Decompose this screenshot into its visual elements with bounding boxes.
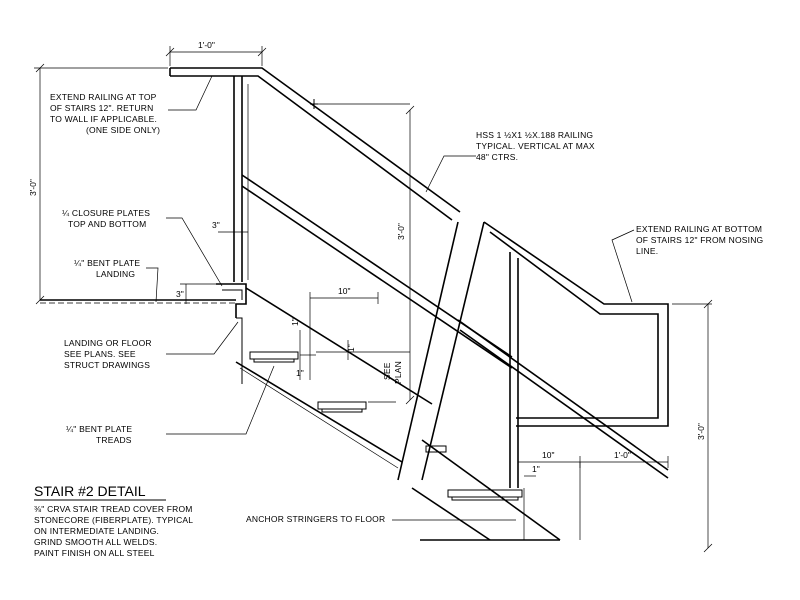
svg-text:EXTEND RAILING AT TOP: EXTEND RAILING AT TOP bbox=[50, 92, 157, 102]
dimension-labels: 1'-0" 3'-0" 3'-0" 3'-0" 3" 3" 10" 1" 1" … bbox=[28, 40, 706, 474]
svg-text:¼" BENT PLATE: ¼" BENT PLATE bbox=[66, 424, 132, 434]
svg-text:(ONE SIDE ONLY): (ONE SIDE ONLY) bbox=[86, 125, 160, 135]
svg-text:PAINT FINISH ON ALL STEEL: PAINT FINISH ON ALL STEEL bbox=[34, 548, 155, 558]
callout-anchor: ANCHOR STRINGERS TO FLOOR bbox=[246, 514, 385, 524]
leader-lines bbox=[146, 75, 635, 521]
svg-text:1": 1" bbox=[532, 464, 540, 474]
svg-text:SEE: SEE bbox=[382, 362, 392, 380]
svg-text:3": 3" bbox=[212, 220, 220, 230]
svg-text:TO WALL IF APPLICABLE.: TO WALL IF APPLICABLE. bbox=[50, 114, 157, 124]
landing bbox=[40, 283, 247, 384]
svg-text:SEE PLANS. SEE: SEE PLANS. SEE bbox=[64, 349, 136, 359]
svg-text:1'-0": 1'-0" bbox=[614, 450, 631, 460]
treads-upper bbox=[249, 351, 396, 413]
svg-text:⅜" CRVA STAIR TREAD COVER FROM: ⅜" CRVA STAIR TREAD COVER FROM bbox=[34, 504, 193, 514]
svg-text:LINE.: LINE. bbox=[636, 246, 658, 256]
callout-bent-landing: ¼" BENT PLATE LANDING bbox=[74, 258, 140, 279]
dimension-lines bbox=[34, 46, 713, 553]
svg-text:¼ CLOSURE PLATES: ¼ CLOSURE PLATES bbox=[62, 208, 150, 218]
drawing-title-block: STAIR #2 DETAIL ⅜" CRVA STAIR TREAD COVE… bbox=[34, 483, 193, 558]
svg-text:PLAN: PLAN bbox=[393, 361, 403, 384]
break-line bbox=[397, 221, 485, 481]
callout-see-plan: SEE PLAN bbox=[382, 361, 403, 384]
svg-text:GRIND SMOOTH ALL WELDS.: GRIND SMOOTH ALL WELDS. bbox=[34, 537, 157, 547]
svg-text:1": 1" bbox=[290, 318, 300, 326]
svg-text:OF STAIRS 12". RETURN: OF STAIRS 12". RETURN bbox=[50, 103, 153, 113]
svg-text:3": 3" bbox=[176, 289, 184, 299]
svg-text:HSS 1 ½X1 ½X.188 RAILING: HSS 1 ½X1 ½X.188 RAILING bbox=[476, 130, 593, 140]
svg-text:STRUCT DRAWINGS: STRUCT DRAWINGS bbox=[64, 360, 150, 370]
callout-railing: HSS 1 ½X1 ½X.188 RAILING TYPICAL. VERTIC… bbox=[476, 130, 595, 162]
callout-landing-floor: LANDING OR FLOOR SEE PLANS. SEE STRUCT D… bbox=[64, 338, 152, 370]
svg-text:TYPICAL. VERTICAL AT MAX: TYPICAL. VERTICAL AT MAX bbox=[476, 141, 595, 151]
svg-text:3'-0": 3'-0" bbox=[696, 423, 706, 440]
top-posts bbox=[233, 76, 249, 282]
svg-text:10": 10" bbox=[338, 286, 350, 296]
bottom-railing bbox=[457, 221, 669, 488]
svg-text:TREADS: TREADS bbox=[96, 435, 132, 445]
svg-text:3'-0": 3'-0" bbox=[28, 179, 38, 196]
top-railing bbox=[169, 67, 513, 369]
drawing-title: STAIR #2 DETAIL bbox=[34, 483, 146, 499]
svg-text:TOP AND BOTTOM: TOP AND BOTTOM bbox=[68, 219, 146, 229]
svg-text:STONECORE (FIBERPLATE). TYPICA: STONECORE (FIBERPLATE). TYPICAL bbox=[34, 515, 193, 525]
svg-text:10": 10" bbox=[542, 450, 554, 460]
svg-text:OF STAIRS 12" FROM NOSING: OF STAIRS 12" FROM NOSING bbox=[636, 235, 763, 245]
svg-text:¼" BENT PLATE: ¼" BENT PLATE bbox=[74, 258, 140, 268]
svg-text:3'-0": 3'-0" bbox=[396, 223, 406, 240]
svg-text:1'-0": 1'-0" bbox=[198, 40, 215, 50]
svg-text:1": 1" bbox=[296, 368, 304, 378]
callout-extend-top: EXTEND RAILING AT TOP OF STAIRS 12". RET… bbox=[50, 92, 160, 135]
svg-text:ON INTERMEDIATE LANDING.: ON INTERMEDIATE LANDING. bbox=[34, 526, 159, 536]
svg-text:1": 1" bbox=[346, 344, 356, 352]
svg-text:48" CTRS.: 48" CTRS. bbox=[476, 152, 518, 162]
svg-text:LANDING: LANDING bbox=[96, 269, 135, 279]
callout-extend-bottom: EXTEND RAILING AT BOTTOM OF STAIRS 12" F… bbox=[636, 224, 763, 256]
svg-text:EXTEND RAILING AT BOTTOM: EXTEND RAILING AT BOTTOM bbox=[636, 224, 762, 234]
marker-cross bbox=[310, 99, 318, 109]
treads-lower bbox=[425, 445, 525, 540]
svg-text:LANDING OR FLOOR: LANDING OR FLOOR bbox=[64, 338, 152, 348]
callout-bent-treads: ¼" BENT PLATE TREADS bbox=[66, 424, 132, 445]
callout-closure: ¼ CLOSURE PLATES TOP AND BOTTOM bbox=[62, 208, 150, 229]
